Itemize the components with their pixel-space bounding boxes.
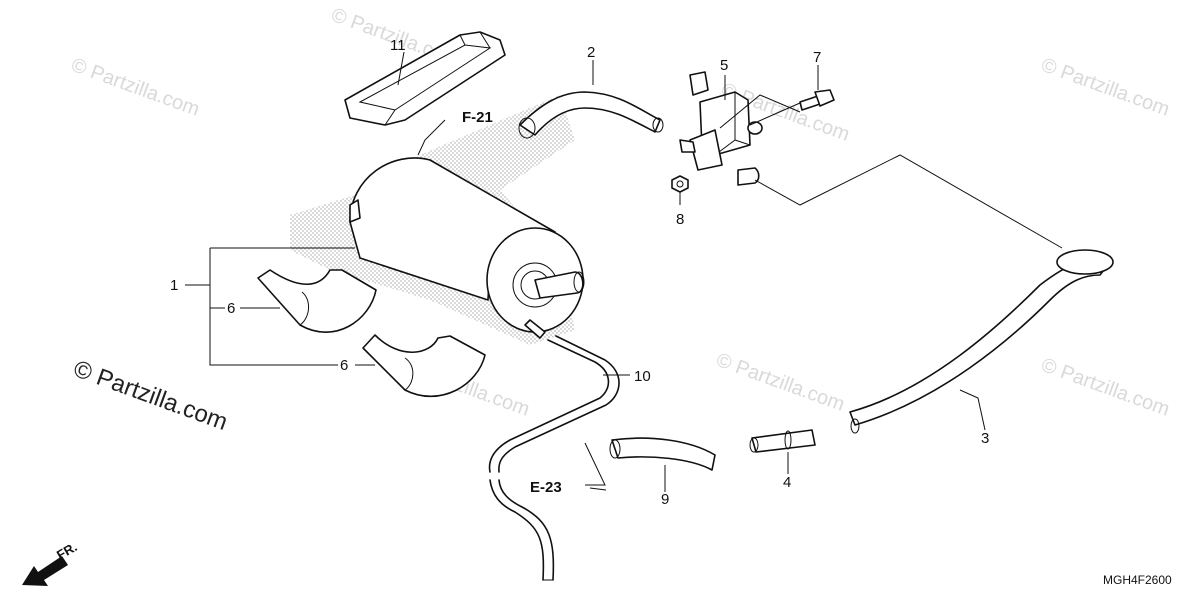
callout-2: 2 [587,44,595,61]
bracket-upper [257,269,377,333]
front-direction-indicator: FR. [22,539,80,586]
callout-9: 9 [661,491,669,508]
callouts: 1 2 3 4 5 6 6 7 8 9 10 11 [170,37,989,508]
bracket-lower [362,334,486,398]
reference-e23: E-23 [530,479,562,496]
strap-part [344,31,506,126]
watermark-main: © Partzilla.com [70,355,231,436]
hose-right [849,249,1114,434]
watermark-text: © Partzilla.com [713,349,847,416]
callout-6-lower: 6 [340,357,348,374]
hose-left [488,335,620,581]
watermark-text: © Partzilla.com [1038,54,1172,121]
callout-5: 5 [720,57,728,74]
joint-part [749,429,816,453]
canister-part [349,157,585,339]
callout-6-upper: 6 [227,300,235,317]
callout-4: 4 [783,474,791,491]
callout-3: 3 [981,430,989,447]
hose-short [609,437,716,471]
callout-7: 7 [813,49,821,66]
bolt-part [799,89,835,111]
callout-11: 11 [390,37,406,54]
tube-upper [518,91,664,139]
callout-10: 10 [634,368,651,385]
leader-lines [185,51,1063,492]
callout-8: 8 [676,211,684,228]
watermark-text: © Partzilla.com [1038,354,1172,421]
callout-1: 1 [170,277,178,294]
watermark-text: © Partzilla.com [68,54,202,121]
diagram-code: MGH4F2600 [1103,573,1172,587]
watermark-group: © Partzilla.com © Partzilla.com © Partzi… [68,4,1172,421]
reference-f21: F-21 [462,109,493,126]
nut-part [671,175,689,193]
